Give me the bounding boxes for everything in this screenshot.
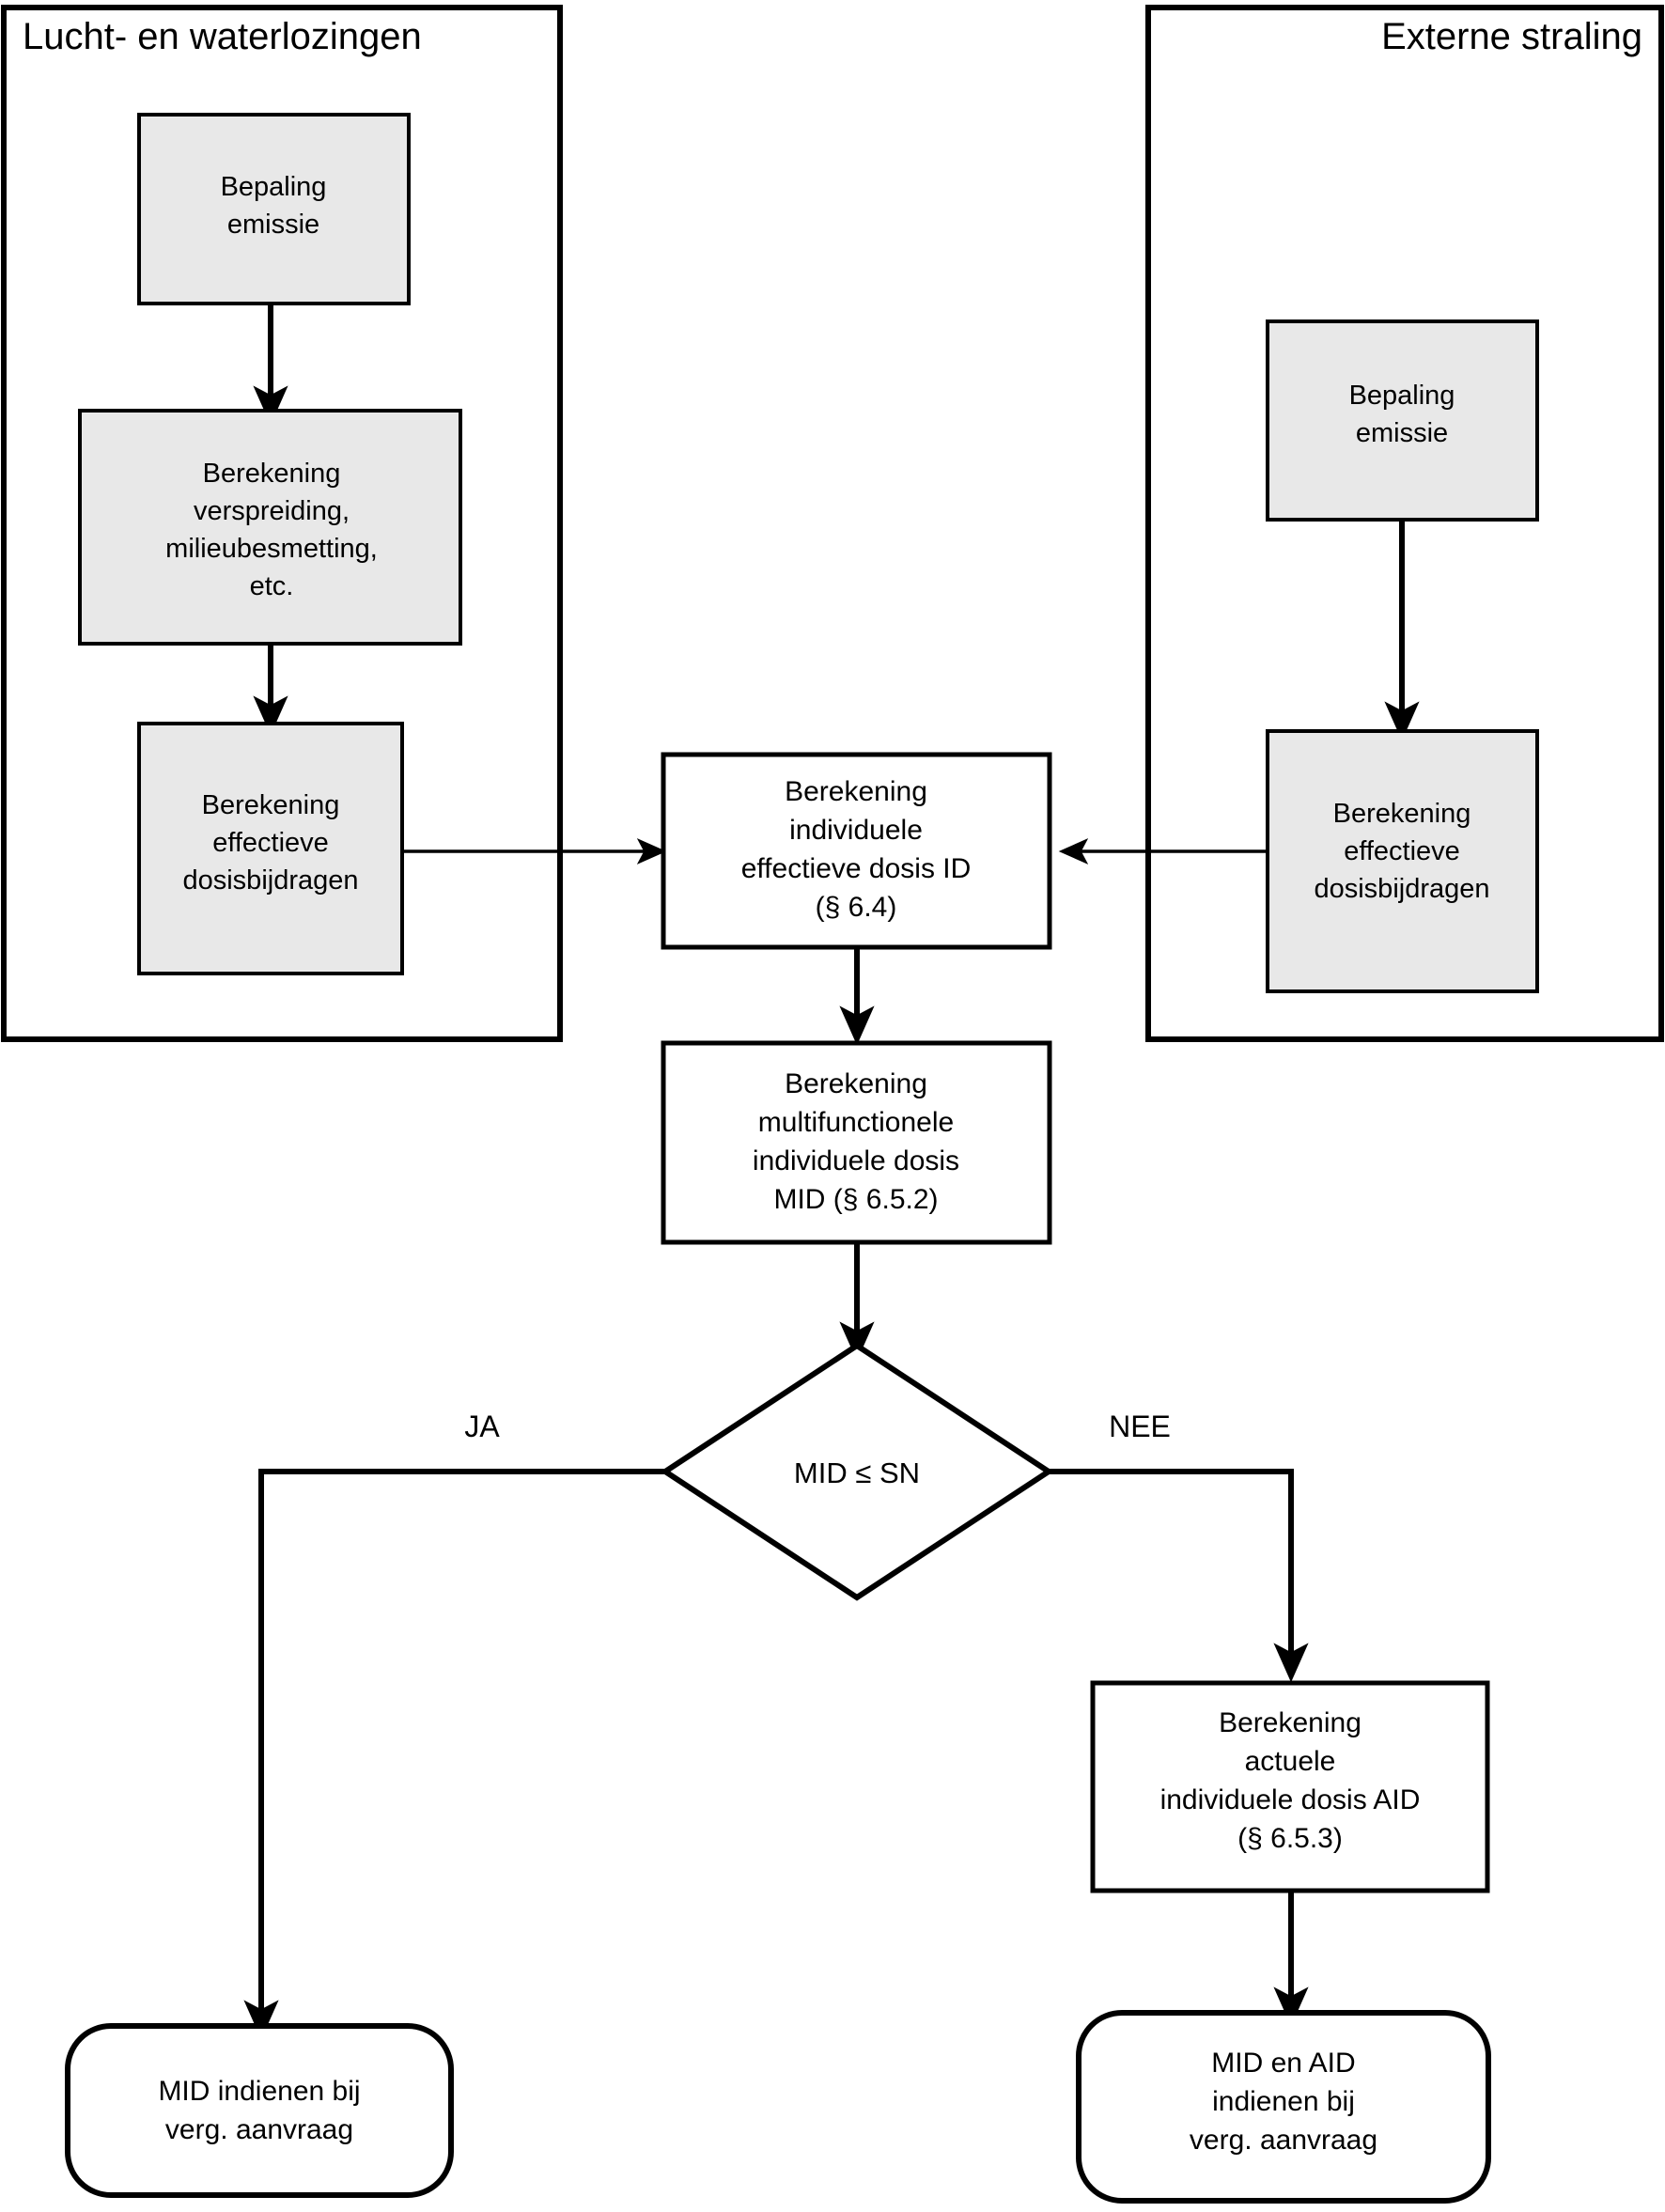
node-terminal-mid-indienen[interactable]: MID indienen bij verg. aanvraag xyxy=(65,2023,454,2198)
node-left-bepaling-emissie[interactable]: Bepaling emissie xyxy=(137,113,411,305)
node-left-berekening-dosisbijdragen-line-1: Berekening xyxy=(202,790,340,820)
node-berekening-multifunctionele-dosis-mid[interactable]: Berekening multifunctionele individuele … xyxy=(661,1040,1052,1245)
node-left-berekening-verspreiding-line-4: etc. xyxy=(250,571,294,601)
node-right-bepaling-emissie[interactable]: Bepaling emissie xyxy=(1266,319,1539,522)
node-berekening-actuele-dosis-aid[interactable]: Berekening actuele individuele dosis AID… xyxy=(1090,1680,1490,1893)
node-id-line-4: (§ 6.4) xyxy=(816,892,897,923)
node-id-line-1: Berekening xyxy=(785,776,927,807)
node-decision-label: MID ≤ SN xyxy=(794,1456,920,1489)
branch-label-nee: NEE xyxy=(1109,1410,1171,1443)
node-right-berekening-dosisbijdragen-line-2: effectieve xyxy=(1344,836,1460,866)
node-right-bepaling-emissie-line-2: emissie xyxy=(1356,418,1448,448)
group-box-lucht-en-waterlozingen xyxy=(1,5,563,1042)
node-left-berekening-verspreiding-line-3: milieubesmetting, xyxy=(165,534,378,564)
node-terminal-mid-en-aid-indienen[interactable]: MID en AID indienen bij verg. aanvraag xyxy=(1076,2010,1491,2204)
node-mid-line-1: Berekening xyxy=(785,1068,927,1099)
node-decision-mid-le-sn[interactable]: MID ≤ SN xyxy=(660,1342,1054,1601)
node-left-bepaling-emissie-line-1: Bepaling xyxy=(221,172,327,202)
node-left-berekening-verspreiding-line-2: verspreiding, xyxy=(194,496,350,526)
connector-decision-yes-to-terminal-left xyxy=(243,1469,665,2040)
group-title-lucht-en-waterlozingen: Lucht- en waterlozingen xyxy=(23,16,422,57)
node-aid-line-1: Berekening xyxy=(1219,1707,1362,1738)
node-left-berekening-verspreiding-line-1: Berekening xyxy=(203,459,341,489)
node-terminal-left-line-2: verg. aanvraag xyxy=(165,2114,353,2145)
node-id-line-2: individuele xyxy=(789,815,923,846)
node-right-bepaling-emissie-line-1: Bepaling xyxy=(1349,381,1455,411)
node-right-berekening-dosisbijdragen-line-3: dosisbijdragen xyxy=(1314,874,1489,904)
node-left-berekening-verspreiding[interactable]: Berekening verspreiding, milieubesmettin… xyxy=(78,409,462,646)
group-title-externe-straling: Externe straling xyxy=(1381,16,1642,57)
node-right-berekening-dosisbijdragen-line-1: Berekening xyxy=(1333,799,1471,829)
node-terminal-right-line-1: MID en AID xyxy=(1211,2048,1355,2079)
node-id-line-3: effectieve dosis ID xyxy=(741,853,972,884)
node-terminal-right-line-3: verg. aanvraag xyxy=(1190,2125,1377,2156)
node-aid-line-2: actuele xyxy=(1245,1746,1336,1777)
node-left-berekening-dosisbijdragen-line-3: dosisbijdragen xyxy=(182,865,358,896)
node-left-bepaling-emissie-line-2: emissie xyxy=(227,210,319,240)
node-terminal-right-line-2: indienen bij xyxy=(1212,2086,1355,2117)
node-left-berekening-dosisbijdragen-line-2: effectieve xyxy=(212,828,329,858)
connector-decision-no-to-aid xyxy=(1049,1469,1309,1683)
node-mid-line-2: multifunctionele xyxy=(758,1107,954,1138)
node-mid-line-3: individuele dosis xyxy=(753,1145,959,1176)
branch-label-ja: JA xyxy=(464,1410,500,1443)
node-mid-line-4: MID (§ 6.5.2) xyxy=(773,1184,938,1215)
node-terminal-left-line-1: MID indienen bij xyxy=(158,2076,360,2107)
node-aid-line-3: individuele dosis AID xyxy=(1160,1784,1421,1815)
node-left-berekening-dosisbijdragen[interactable]: Berekening effectieve dosisbijdragen xyxy=(137,722,404,975)
node-right-berekening-dosisbijdragen[interactable]: Berekening effectieve dosisbijdragen xyxy=(1266,729,1539,993)
node-berekening-individuele-dosis-id[interactable]: Berekening individuele effectieve dosis … xyxy=(661,752,1052,950)
node-aid-line-4: (§ 6.5.3) xyxy=(1237,1823,1343,1854)
group-box-externe-straling xyxy=(1145,5,1664,1042)
